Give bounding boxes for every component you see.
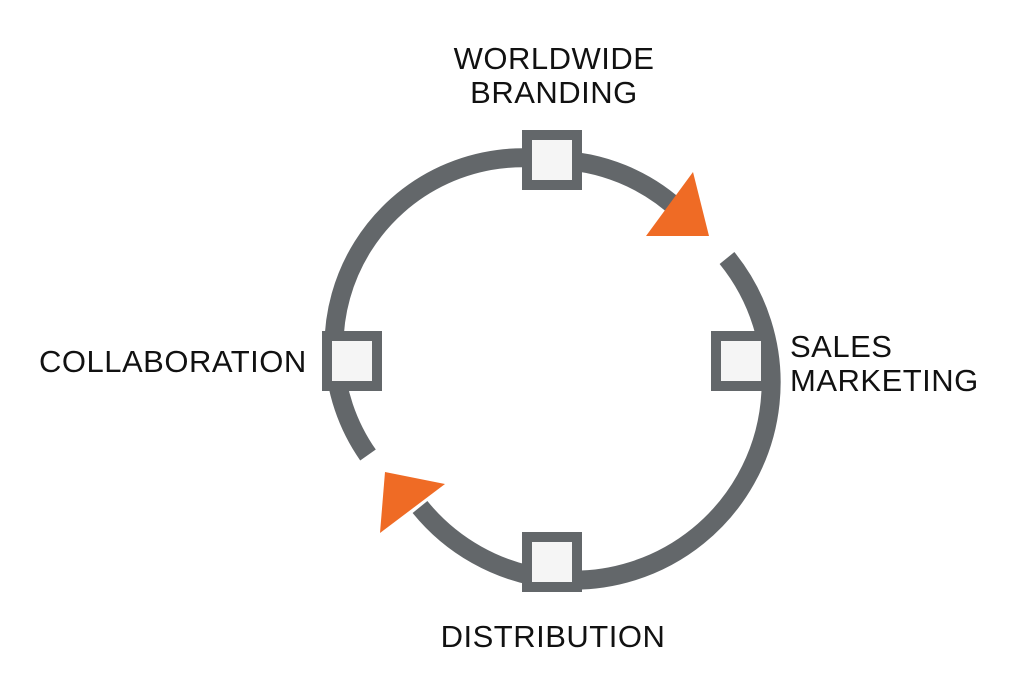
ring-segment-right <box>412 252 781 590</box>
arrow-head-top-right <box>646 172 709 236</box>
node-square-right <box>711 331 771 391</box>
stage-label-line: DISTRIBUTION <box>440 619 666 654</box>
stage-label-worldwide-branding: WORLDWIDE BRANDING <box>452 42 656 110</box>
stage-label-collaboration: COLLABORATION <box>39 345 307 379</box>
stage-label-line: BRANDING <box>470 75 638 110</box>
arrow-head-bottom-left <box>380 472 445 533</box>
node-square-top <box>522 130 582 190</box>
ring-segment-left <box>324 148 554 461</box>
node-square-left <box>322 331 382 391</box>
stage-label-line: MARKETING <box>790 363 979 398</box>
stage-label-sales-marketing: SALES MARKETING <box>790 330 979 398</box>
stage-label-line: WORLDWIDE <box>453 41 655 76</box>
node-square-bottom <box>522 532 582 592</box>
stage-label-line: COLLABORATION <box>39 344 307 379</box>
stage-label-line: SALES <box>790 329 893 364</box>
stage-label-distribution: DISTRIBUTION <box>440 620 666 654</box>
